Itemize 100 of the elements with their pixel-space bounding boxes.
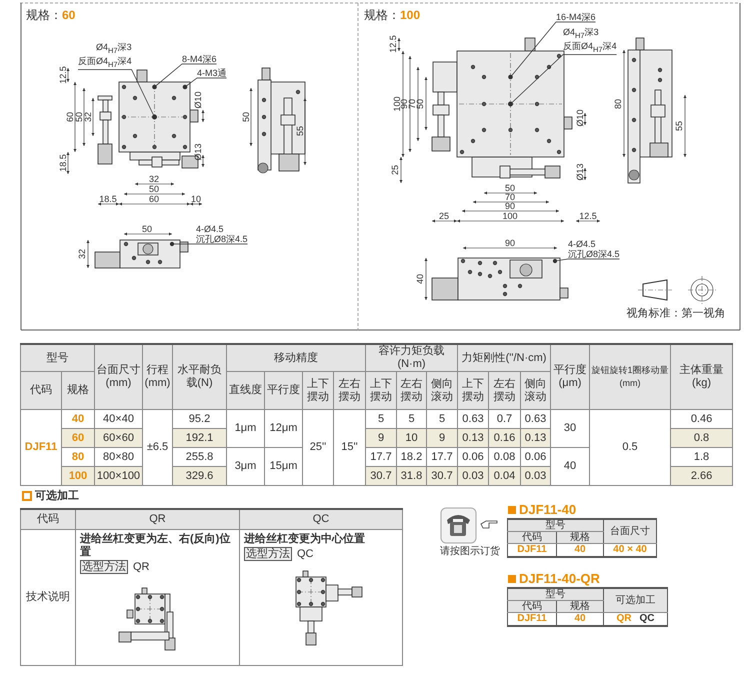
column-header: 上下摆动 [458, 372, 488, 410]
dimension-label: 18.5 [58, 154, 68, 172]
dimension-label: 32 [77, 249, 87, 259]
column-header: 上下摆动 [366, 372, 396, 410]
mounting-hole [508, 102, 513, 106]
method-tag: 选型方法 [244, 546, 292, 560]
dimension-label: 100 [392, 96, 402, 112]
dimension-label: 70 [505, 192, 515, 202]
row-header: 技术说明 [20, 529, 76, 665]
callout-text: 16-M4深6 [556, 12, 596, 22]
column-header: 行程(mm) [142, 344, 172, 410]
leader-line [512, 54, 617, 103]
table-cell: 2.66 [670, 466, 733, 486]
table-cell: 60×60 [94, 428, 142, 448]
description-text: 进给丝杠变更为中心位置 [244, 532, 366, 546]
column-header: 规格 [62, 372, 94, 410]
dimension-label: 80 [613, 99, 623, 109]
dimension-label: 100 [502, 211, 518, 221]
column-header: 旋钮旋转1圈移动量(mm) [590, 344, 671, 410]
dimension-label: 60 [65, 112, 75, 122]
table-cell: 192.1 [172, 428, 226, 448]
table-cell: 0.04 [488, 466, 520, 486]
column-header: 侧向滚动 [426, 372, 458, 410]
column-header: 代码 [508, 600, 556, 612]
dimension-label: 32 [149, 174, 159, 184]
table-cell: 30.7 [426, 466, 458, 486]
spec-label: 规格： [26, 8, 62, 22]
dimension-label: Ø10 [193, 92, 203, 108]
table-cell: 9 [426, 428, 458, 448]
mounting-hole [508, 74, 513, 80]
column-header: 移动精度 [226, 344, 366, 372]
table-cell: 12μm [264, 410, 302, 448]
dimension-label: Ø13 [193, 144, 203, 160]
table-cell: 0.13 [520, 428, 551, 448]
column-header: 上下摆动 [302, 372, 334, 410]
description-text: 进给丝杠变更为左、右(反向)位置 [80, 532, 232, 558]
table-cell: 25'' [302, 410, 334, 486]
callout-text: 反面Ø4$_{H7}$深4 [563, 40, 617, 55]
option-code: QC [640, 613, 654, 624]
callout-text: Ø4$_{H7}$深3 [95, 42, 132, 56]
column-header: 力矩刚性(''/N·cm) [458, 344, 551, 372]
option-code: QR [616, 613, 632, 624]
column-header: QR [76, 509, 240, 529]
mounting-hole [552, 258, 558, 264]
mounting-hole [152, 84, 157, 90]
table-cell: 0.03 [520, 466, 551, 486]
dimension-label: 12.5 [388, 35, 398, 53]
table-cell: DJF11 [508, 544, 556, 556]
dimension-label: 50 [142, 224, 152, 234]
note-text: 视角标准：第一视角 [626, 308, 726, 320]
table-cell: 1μm [226, 410, 264, 448]
callout-text: 4-Ø4.5 [568, 239, 597, 249]
dimension-label: 90 [399, 99, 409, 109]
dimension-label: 12.5 [579, 211, 597, 221]
column-header: 直线度 [226, 372, 264, 410]
spec-label: 100 [400, 8, 420, 22]
option-code: QC [297, 548, 314, 560]
column-header: 型号 [508, 588, 604, 600]
dimension-label: 50 [74, 112, 84, 122]
callout-text: 反面Ø4$_{H7}$深4 [78, 56, 132, 70]
column-header: 容许力矩负载(N·m) [366, 344, 458, 372]
dimension-label: 50 [415, 99, 425, 109]
callout-text: 沉孔Ø8深4.5 [568, 249, 620, 259]
column-header: 代码 [20, 509, 76, 529]
callout-text: 8-M4深6 [182, 54, 217, 64]
table-cell: 0.03 [458, 466, 488, 486]
callout-text: 沉孔Ø8深4.5 [196, 234, 248, 244]
column-header: 代码 [508, 532, 556, 544]
leader-line [511, 22, 596, 76]
order-example-heading: DJF11-40 [519, 503, 576, 517]
table-cell: 0.8 [670, 428, 733, 448]
table-cell: 0.13 [458, 428, 488, 448]
column-header: 型号 [508, 519, 604, 532]
table-cell: 10 [396, 428, 426, 448]
leader-line [556, 258, 620, 262]
table-cell: 30.7 [366, 466, 396, 486]
leader-line [78, 69, 154, 116]
dimension-label: 90 [505, 201, 515, 211]
callout-text: 4-Ø4.5 [196, 224, 225, 234]
leader-line [156, 64, 217, 86]
table-cell: 0.16 [488, 428, 520, 448]
column-header: 规格 [556, 532, 604, 544]
dimension-label: 55 [295, 126, 305, 136]
column-header: 台面尺寸(mm) [94, 344, 142, 410]
table-cell: 60 [62, 428, 94, 448]
column-header: 代码 [20, 372, 62, 410]
table-cell: 100 [62, 466, 94, 486]
mounting-hole [170, 242, 174, 246]
option-code: QR [133, 560, 150, 572]
column-header: 水平耐负载(N) [172, 344, 226, 410]
table-cell: 9 [366, 428, 396, 448]
section-heading: 可选加工 [35, 490, 79, 503]
dimension-label: 50 [505, 183, 515, 193]
dimension-label: 25 [439, 211, 449, 221]
dimension-label: 32 [83, 112, 93, 122]
table-cell: 3μm [226, 448, 264, 486]
table-cell: DJF11 [20, 410, 62, 486]
table-cell: 329.6 [172, 466, 226, 486]
dimension-label: 50 [241, 112, 251, 122]
column-header: 平行度 [264, 372, 302, 410]
